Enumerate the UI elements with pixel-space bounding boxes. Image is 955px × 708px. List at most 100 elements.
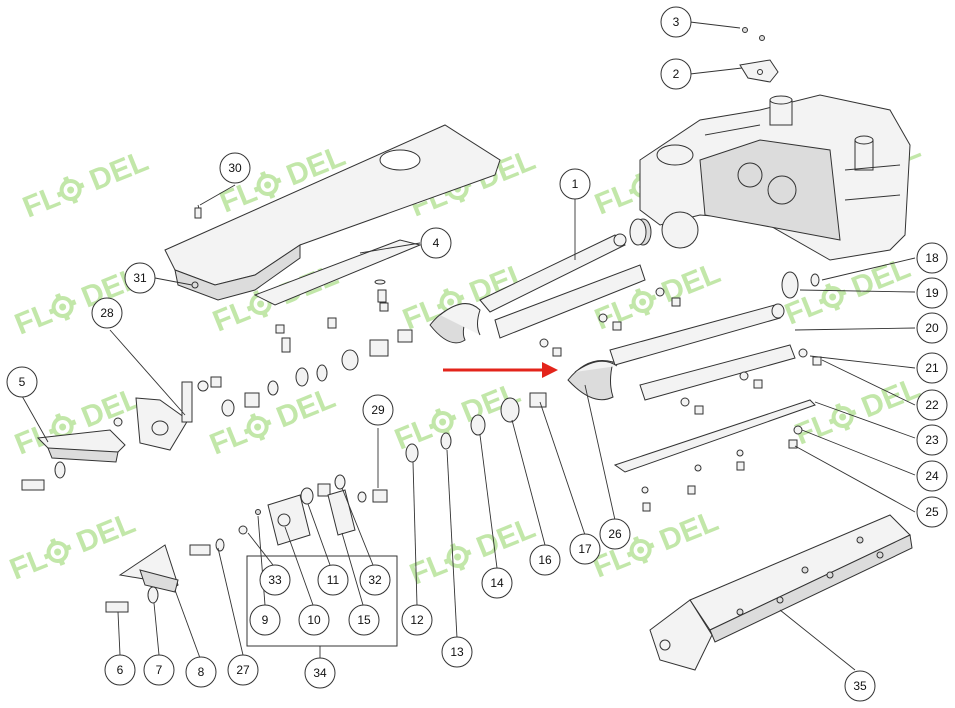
- svg-text:32: 32: [368, 573, 382, 587]
- parts-drawing: [21, 27, 913, 671]
- svg-text:16: 16: [538, 553, 552, 567]
- svg-text:15: 15: [357, 613, 371, 627]
- svg-text:FL: FL: [10, 297, 56, 341]
- washers-bushings: [221, 287, 822, 512]
- callout-7: 7: [143, 654, 175, 686]
- svg-text:17: 17: [578, 542, 592, 556]
- svg-text:14: 14: [490, 576, 504, 590]
- left-brackets: [21, 376, 222, 491]
- svg-text:13: 13: [450, 645, 464, 659]
- frame-bolts: [275, 279, 389, 353]
- svg-text:6: 6: [117, 663, 124, 677]
- callout-26: 26: [599, 518, 631, 550]
- svg-text:34: 34: [313, 666, 327, 680]
- svg-text:DEL: DEL: [857, 371, 925, 424]
- svg-text:24: 24: [925, 469, 939, 483]
- callout-6: 6: [104, 654, 136, 686]
- callout-17: 17: [569, 533, 601, 565]
- auger-shaft-upper: [429, 218, 647, 344]
- callout-8: 8: [185, 656, 217, 688]
- callout-5: 5: [6, 366, 38, 398]
- svg-text:DEL: DEL: [655, 504, 723, 557]
- svg-text:35: 35: [853, 679, 867, 693]
- svg-text:33: 33: [268, 573, 282, 587]
- callout-35: 35: [844, 670, 876, 702]
- svg-text:DEL: DEL: [472, 511, 540, 564]
- svg-text:FL: FL: [205, 417, 251, 461]
- svg-text:27: 27: [236, 663, 250, 677]
- callout-18: 18: [916, 242, 948, 274]
- svg-text:FL: FL: [208, 294, 254, 338]
- svg-text:1: 1: [572, 177, 579, 191]
- auger-assembly: [649, 514, 913, 671]
- watermark-logo: FL DEL: [10, 261, 145, 341]
- callout-34: 34: [304, 657, 336, 689]
- svg-text:DEL: DEL: [272, 381, 340, 434]
- callout-27: 27: [227, 654, 259, 686]
- gearbox: [634, 94, 911, 261]
- callout-22: 22: [916, 389, 948, 421]
- callout-31: 31: [124, 262, 156, 294]
- svg-text:19: 19: [925, 286, 939, 300]
- callout-9: 9: [249, 604, 281, 636]
- svg-text:20: 20: [925, 321, 939, 335]
- callout-28: 28: [91, 297, 123, 329]
- lower-left-parts: [105, 474, 388, 613]
- svg-text:25: 25: [925, 505, 939, 519]
- callout-16: 16: [529, 544, 561, 576]
- callout-3: 3: [660, 6, 692, 38]
- svg-text:12: 12: [410, 613, 424, 627]
- svg-text:DEL: DEL: [77, 381, 145, 434]
- callout-32: 32: [359, 564, 391, 596]
- svg-text:8: 8: [198, 665, 205, 679]
- callout-2: 2: [660, 58, 692, 90]
- svg-text:31: 31: [133, 271, 147, 285]
- svg-text:22: 22: [925, 398, 939, 412]
- bracket-plate: [739, 27, 779, 83]
- watermark-logo: FL DEL: [18, 144, 153, 224]
- svg-text:9: 9: [262, 613, 269, 627]
- callout-29: 29: [362, 394, 394, 426]
- callout-21: 21: [916, 352, 948, 384]
- frame-cover: [164, 124, 501, 306]
- callouts: 1 2 3 4 5 6 7 8 9 10 11 12 13 14 15 16 1…: [6, 6, 948, 702]
- svg-text:FL: FL: [18, 180, 64, 224]
- svg-text:7: 7: [156, 663, 163, 677]
- callout-20: 20: [916, 312, 948, 344]
- svg-text:23: 23: [925, 433, 939, 447]
- callout-24: 24: [916, 460, 948, 492]
- svg-text:11: 11: [327, 573, 340, 587]
- kit-group-box: [246, 555, 398, 647]
- svg-text:5: 5: [19, 375, 26, 389]
- svg-text:FL: FL: [405, 547, 451, 591]
- callout-1: 1: [559, 168, 591, 200]
- svg-text:10: 10: [307, 613, 321, 627]
- callout-10: 10: [298, 604, 330, 636]
- highlight-arrow: [443, 362, 558, 378]
- callout-19: 19: [916, 277, 948, 309]
- watermark-logo: FL DEL: [790, 371, 925, 451]
- leader-lines: [21, 21, 916, 671]
- auger-shaft-lower: [567, 271, 820, 473]
- callout-12: 12: [401, 604, 433, 636]
- svg-text:DEL: DEL: [657, 256, 725, 309]
- callout-13: 13: [441, 636, 473, 668]
- svg-text:18: 18: [925, 251, 939, 265]
- svg-text:28: 28: [100, 306, 114, 320]
- watermark-logo: FL DEL: [405, 511, 540, 591]
- svg-text:3: 3: [673, 15, 680, 29]
- svg-text:30: 30: [228, 161, 242, 175]
- callout-14: 14: [481, 567, 513, 599]
- callout-25: 25: [916, 496, 948, 528]
- svg-text:21: 21: [925, 361, 939, 375]
- callout-4: 4: [420, 227, 452, 259]
- svg-text:4: 4: [433, 236, 440, 250]
- svg-text:2: 2: [673, 67, 680, 81]
- svg-text:DEL: DEL: [72, 506, 140, 559]
- callout-11: 11: [317, 564, 349, 596]
- callout-30: 30: [219, 152, 251, 184]
- callout-15: 15: [348, 604, 380, 636]
- svg-text:26: 26: [608, 527, 622, 541]
- svg-text:DEL: DEL: [847, 251, 915, 304]
